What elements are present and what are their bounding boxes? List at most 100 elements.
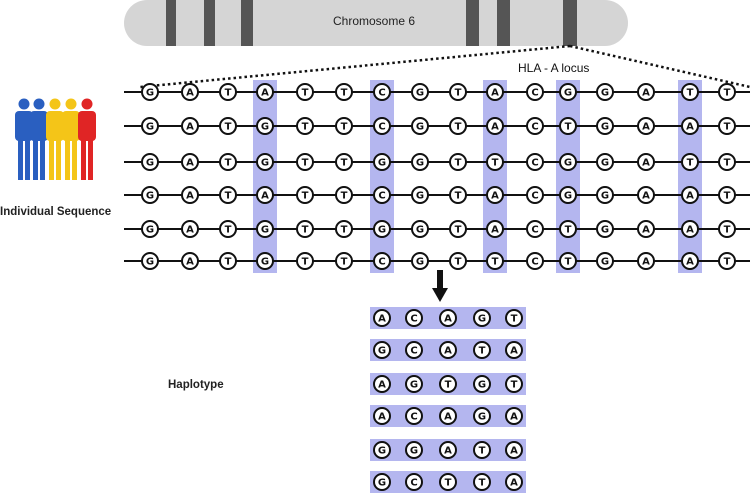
person-torso bbox=[15, 111, 33, 141]
nucleotide-circle bbox=[718, 186, 736, 204]
person-leg bbox=[65, 138, 70, 180]
nucleotide-letter: A bbox=[510, 446, 518, 457]
nucleotide-letter: A bbox=[261, 191, 269, 202]
nucleotide-circle bbox=[526, 117, 544, 135]
haplotype-label: Haplotype bbox=[168, 379, 224, 391]
nucleotide-circle bbox=[559, 220, 577, 238]
nucleotide-letter: A bbox=[378, 314, 386, 325]
nucleotide-letter: T bbox=[455, 225, 462, 236]
nucleotide-circle bbox=[681, 117, 699, 135]
nucleotide-letter: G bbox=[146, 158, 154, 169]
nucleotide-letter: G bbox=[601, 257, 609, 268]
nucleotide-letter: T bbox=[455, 88, 462, 99]
nucleotide-circle bbox=[411, 117, 429, 135]
nucleotide-circle bbox=[449, 220, 467, 238]
person-leg bbox=[81, 138, 86, 180]
nucleotide-circle bbox=[486, 153, 504, 171]
nucleotide-letter: C bbox=[531, 122, 538, 133]
nucleotide-letter: T bbox=[492, 158, 499, 169]
nucleotide-circle bbox=[449, 83, 467, 101]
nucleotide-letter: C bbox=[531, 225, 538, 236]
nucleotide-circle bbox=[335, 220, 353, 238]
nucleotide-letter: A bbox=[686, 191, 694, 202]
nucleotide-letter: G bbox=[416, 122, 424, 133]
nucleotide-circle bbox=[718, 83, 736, 101]
nucleotide-letter: G bbox=[146, 122, 154, 133]
nucleotide-circle bbox=[411, 186, 429, 204]
nucleotide-circle bbox=[473, 473, 491, 491]
nucleotide-letter: A bbox=[261, 88, 269, 99]
nucleotide-letter: C bbox=[410, 314, 417, 325]
nucleotide-circle bbox=[505, 441, 523, 459]
nucleotide-letter: G bbox=[261, 257, 269, 268]
nucleotide-circle bbox=[141, 153, 159, 171]
nucleotide-letter: G bbox=[378, 346, 386, 357]
nucleotide-circle bbox=[559, 186, 577, 204]
person-figure bbox=[78, 98, 96, 180]
nucleotide-circle bbox=[405, 341, 423, 359]
zoom-line-right bbox=[569, 44, 750, 89]
nucleotide-circle bbox=[559, 83, 577, 101]
nucleotide-letter: T bbox=[724, 191, 731, 202]
nucleotide-letter: A bbox=[642, 88, 650, 99]
nucleotide-letter: T bbox=[724, 122, 731, 133]
person-head bbox=[18, 98, 30, 110]
nucleotide-circle bbox=[411, 153, 429, 171]
nucleotide-circle bbox=[637, 117, 655, 135]
nucleotide-letter: T bbox=[724, 257, 731, 268]
nucleotide-circle bbox=[181, 220, 199, 238]
nucleotide-letter: T bbox=[445, 478, 452, 489]
chromosome-band bbox=[497, 0, 510, 46]
nucleotide-circle bbox=[373, 375, 391, 393]
person-figure bbox=[46, 98, 64, 180]
nucleotide-letter: G bbox=[601, 225, 609, 236]
nucleotide-circle bbox=[473, 407, 491, 425]
highlight-column bbox=[556, 80, 580, 273]
nucleotide-circle bbox=[473, 309, 491, 327]
nucleotide-circle bbox=[373, 252, 391, 270]
nucleotide-circle bbox=[335, 252, 353, 270]
person-figure bbox=[15, 98, 33, 180]
nucleotide-circle bbox=[256, 252, 274, 270]
nucleotide-letter: A bbox=[510, 478, 518, 489]
nucleotide-letter: T bbox=[724, 225, 731, 236]
nucleotide-circle bbox=[405, 441, 423, 459]
nucleotide-circle bbox=[439, 407, 457, 425]
nucleotide-circle bbox=[219, 220, 237, 238]
nucleotide-circle bbox=[505, 407, 523, 425]
chromosome-6 bbox=[124, 0, 628, 46]
nucleotide-letter: A bbox=[642, 158, 650, 169]
nucleotide-letter: T bbox=[341, 88, 348, 99]
nucleotide-circle bbox=[256, 153, 274, 171]
nucleotide-circle bbox=[256, 83, 274, 101]
nucleotide-letter: G bbox=[564, 191, 572, 202]
nucleotide-letter: G bbox=[478, 314, 486, 325]
person-torso bbox=[62, 111, 80, 141]
nucleotide-letter: A bbox=[642, 122, 650, 133]
nucleotide-circle bbox=[681, 83, 699, 101]
highlight-column bbox=[678, 80, 702, 273]
nucleotide-letter: A bbox=[186, 191, 194, 202]
nucleotide-letter: T bbox=[565, 257, 572, 268]
nucleotide-circle bbox=[296, 252, 314, 270]
person-leg bbox=[40, 138, 45, 180]
nucleotide-letter: T bbox=[455, 158, 462, 169]
nucleotide-letter: A bbox=[378, 412, 386, 423]
nucleotide-letter: T bbox=[479, 346, 486, 357]
nucleotide-circle bbox=[505, 341, 523, 359]
nucleotide-letter: T bbox=[565, 225, 572, 236]
nucleotide-letter: T bbox=[302, 88, 309, 99]
nucleotide-letter: G bbox=[601, 158, 609, 169]
chromosome-band bbox=[166, 0, 176, 46]
nucleotide-letter: T bbox=[341, 225, 348, 236]
nucleotide-letter: T bbox=[302, 122, 309, 133]
nucleotide-letter: C bbox=[531, 158, 538, 169]
nucleotide-circle bbox=[373, 407, 391, 425]
nucleotide-circle bbox=[181, 83, 199, 101]
nucleotide-letter: A bbox=[642, 257, 650, 268]
nucleotide-circle bbox=[559, 117, 577, 135]
nucleotide-letter: G bbox=[261, 122, 269, 133]
nucleotide-letter: G bbox=[146, 225, 154, 236]
highlight-column bbox=[370, 80, 394, 273]
